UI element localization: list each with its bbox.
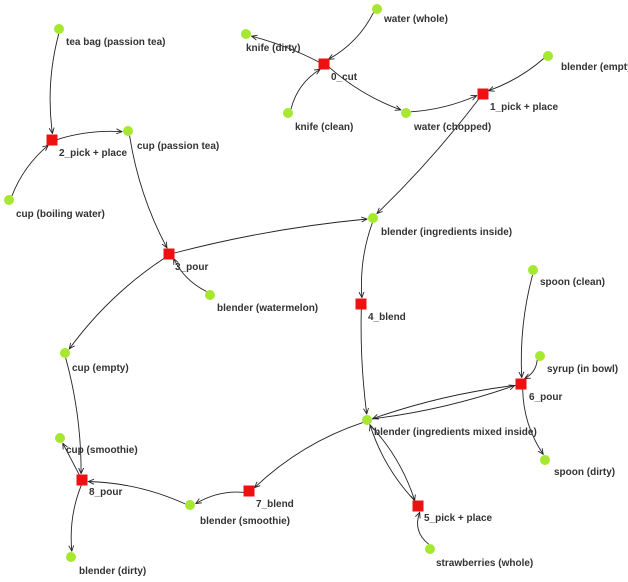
node-label-blender_mixed: blender (ingredients mixed inside) [374,427,537,438]
edge-blender_wm-to-pour3 [174,259,207,292]
node-label-blend4: 4_blend [368,312,406,323]
action-node-pp1[interactable] [477,88,489,100]
node-label-pour6: 6_pour [529,392,562,403]
object-node-blender_smoothie[interactable] [185,500,195,510]
edge-pour6-to-spoon_dirty [522,389,544,454]
node-label-pp2: 2_pick + place [59,148,128,159]
action-node-pour8[interactable] [76,474,88,486]
node-label-cup_smoothie: cup (smoothie) [66,445,138,456]
action-node-blend4[interactable] [355,298,367,310]
edge-pour8-to-blender_dirty [71,485,82,551]
action-node-blend7[interactable] [243,485,255,497]
object-node-cup_passion[interactable] [123,126,133,136]
node-label-blender_dirty: blender (dirty) [79,566,146,577]
object-node-knife_dirty[interactable] [241,29,251,39]
node-label-strawberries: strawberries (whole) [436,558,533,569]
node-label-blender_empty: blender (empty) [561,62,628,73]
edge-blender_mixed-to-pp5 [369,423,415,500]
node-label-pp1: 1_pick + place [490,102,559,113]
object-node-spoon_dirty[interactable] [540,455,550,465]
edge-blender_mixed-to-blend7 [255,422,363,488]
edge-pp2-to-cup_passion [57,131,123,140]
edge-blender_ing-to-blend4 [361,222,373,298]
edge-spoon_clean-to-pour6 [521,274,533,378]
node-label-blender_ing: blender (ingredients inside) [381,227,512,238]
object-node-blender_mixed[interactable] [362,415,372,425]
node-label-knife_clean: knife (clean) [295,122,353,133]
edge-teabag-to-pp2 [50,33,60,134]
node-label-cut0: 0_cut [331,72,358,83]
action-node-pp5[interactable] [412,500,424,512]
edge-pp5-to-blender_mixed [370,425,416,502]
edge-water_chopped-to-pp1 [410,96,477,113]
edge-cup_empty-to-pour8 [65,357,81,474]
edges-layer [11,12,544,552]
node-label-cup_boiling: cup (boiling water) [16,209,105,220]
action-node-pp2[interactable] [46,134,58,146]
node-label-blend7: 7_blend [256,499,294,510]
edge-blender_smoothie-to-pour8 [88,482,186,505]
node-label-pour8: 8_pour [89,487,122,498]
action-node-cut0[interactable] [318,58,330,70]
edge-blender_mixed-to-pour6 [371,386,515,420]
object-node-water_whole[interactable] [372,4,382,14]
edge-blend7-to-blender_smoothie [196,491,244,504]
node-label-water_chopped: water (chopped) [413,122,491,133]
node-label-syrup: syrup (in bowl) [547,364,618,375]
object-node-spoon_clean[interactable] [528,265,538,275]
action-node-pour3[interactable] [163,248,175,260]
node-label-blender_smoothie: blender (smoothie) [200,516,290,527]
node-label-knife_dirty: knife (dirty) [246,43,300,54]
edge-syrup-to-pour6 [525,360,538,379]
edge-pour6-to-blender_mixed [373,384,516,418]
edge-pour8-to-cup_smoothie [63,443,80,476]
edge-pp1-to-blender_ing [377,97,480,213]
nodes-layer [4,4,553,562]
object-node-syrup[interactable] [535,351,545,361]
node-label-cup_empty: cup (empty) [72,363,129,374]
node-label-spoon_clean: spoon (clean) [540,277,605,288]
edge-cut0-to-knife_dirty [252,36,320,63]
edge-water_whole-to-cut0 [329,12,374,60]
object-node-cup_smoothie[interactable] [55,433,65,443]
node-label-spoon_dirty: spoon (dirty) [554,467,615,478]
node-label-cup_passion: cup (passion tea) [137,141,219,152]
node-label-blender_wm: blender (watermelon) [217,303,318,314]
node-label-water_whole: water (whole) [383,14,448,25]
node-label-pp5: 5_pick + place [424,513,493,524]
edge-pour3-to-blender_ing [174,219,367,254]
object-node-blender_wm[interactable] [205,290,215,300]
edge-strawberries-to-pp5 [418,512,429,545]
edge-pour3-to-cup_empty [69,257,166,349]
node-label-teabag: tea bag (passion tea) [66,37,165,48]
edge-cut0-to-water_chopped [328,66,401,110]
object-node-strawberries[interactable] [425,544,435,554]
object-node-water_chopped[interactable] [401,108,411,118]
object-node-knife_clean[interactable] [283,108,293,118]
action-node-pour6[interactable] [515,378,527,390]
edge-cup_passion-to-pour3 [129,135,167,248]
object-node-blender_empty[interactable] [543,51,553,61]
object-node-blender_dirty[interactable] [66,552,76,562]
object-node-cup_empty[interactable] [60,348,70,358]
object-node-teabag[interactable] [54,24,64,34]
object-node-blender_ing[interactable] [368,213,378,223]
edge-blend4-to-blender_mixed [360,309,367,415]
node-label-pour3: 3_pour [175,262,208,273]
edge-knife_clean-to-cut0 [290,69,320,110]
edge-blender_empty-to-pp1 [489,58,544,91]
edge-cup_boiling-to-pp2 [11,145,48,197]
object-node-cup_boiling[interactable] [4,195,14,205]
